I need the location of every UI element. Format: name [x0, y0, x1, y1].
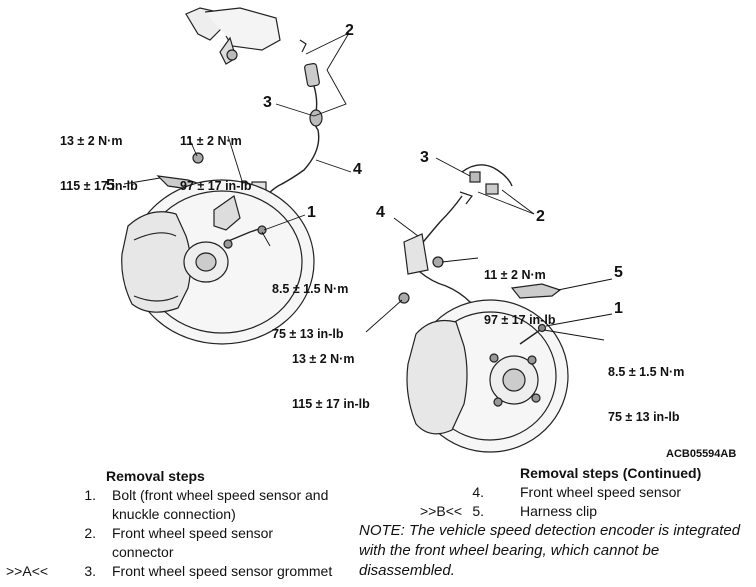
callout-5: 5: [614, 264, 623, 281]
step-number: 5.: [472, 503, 484, 519]
torque-spec: 11 ± 2 N·m 97 ± 17 in-lb: [484, 238, 555, 343]
removal-steps-continued: Removal steps (Continued) 4. Front wheel…: [420, 464, 750, 521]
removal-steps-continued-title: Removal steps (Continued): [520, 465, 702, 481]
torque-metric: 11 ± 2 N·m: [484, 268, 546, 282]
torque-imperial: 75 ± 13 in-lb: [608, 410, 680, 424]
step-number: [68, 543, 112, 562]
brake-assembly-illustration: [121, 7, 613, 453]
removal-steps-title: Removal steps: [106, 468, 205, 484]
note: NOTE: The vehicle speed detection encode…: [359, 522, 741, 579]
step-marker: [6, 505, 68, 524]
step-text: Front wheel speed sensor grommet: [112, 563, 333, 579]
step-text: Front wheel speed sensor: [112, 525, 274, 541]
torque-imperial: 115 ± 17 in-lb: [60, 179, 138, 193]
callout-1: 1: [307, 204, 316, 221]
torque-spec: 13 ± 2 N·m 115 ± 17 in-lb: [292, 322, 370, 427]
torque-metric: 13 ± 2 N·m: [292, 352, 355, 366]
callout-3: 3: [420, 149, 429, 166]
step-marker: [6, 524, 68, 543]
list-item: knuckle connection): [6, 505, 356, 524]
callout-4: 4: [353, 161, 362, 178]
list-item: 4. Front wheel speed sensor: [420, 483, 750, 502]
torque-spec: 11 ± 2 N·m 97 ± 17 in-lb: [180, 104, 251, 209]
torque-metric: 13 ± 2 N·m: [60, 134, 123, 148]
step-marker: >>B<<: [420, 503, 463, 519]
step-text: Front wheel speed sensor: [520, 484, 682, 500]
step-number: 3.: [84, 563, 96, 579]
torque-spec: 8.5 ± 1.5 N·m 75 ± 13 in-lb: [272, 252, 348, 357]
callout-3: 3: [263, 94, 272, 111]
torque-metric: 11 ± 2 N·m: [180, 134, 242, 148]
step-marker: [6, 486, 68, 505]
callout-5: 5: [106, 177, 115, 194]
torque-spec: 8.5 ± 1.5 N·m 75 ± 13 in-lb: [608, 335, 684, 440]
list-item: >>A<< 3. Front wheel speed sensor gromme…: [6, 562, 356, 581]
step-number: [68, 505, 112, 524]
torque-imperial: 75 ± 13 in-lb: [272, 327, 344, 341]
callout-4: 4: [376, 204, 385, 221]
torque-imperial: 115 ± 17 in-lb: [292, 397, 370, 411]
removal-steps: Removal steps 1. Bolt (front wheel speed…: [6, 467, 356, 581]
list-item: 2. Front wheel speed sensor: [6, 524, 356, 543]
list-item: 1. Bolt (front wheel speed sensor and: [6, 486, 356, 505]
list-item: connector: [6, 543, 356, 562]
torque-imperial: 97 ± 17 in-lb: [484, 313, 556, 327]
torque-spec: 13 ± 2 N·m 115 ± 17 in-lb: [60, 104, 138, 209]
list-item: >>B<< 5. Harness clip: [420, 502, 750, 521]
torque-metric: 8.5 ± 1.5 N·m: [608, 365, 685, 379]
step-marker: [6, 543, 68, 562]
callout-2: 2: [345, 22, 354, 39]
callout-2: 2: [536, 208, 545, 225]
step-text: knuckle connection): [112, 506, 236, 522]
step-text: connector: [112, 544, 174, 560]
step-number: 2.: [84, 525, 96, 541]
step-marker: [420, 483, 470, 502]
step-marker: >>A<<: [6, 563, 49, 579]
callout-1: 1: [614, 300, 623, 317]
step-text: Bolt (front wheel speed sensor and: [112, 487, 329, 503]
step-number: 1.: [84, 487, 96, 503]
step-number: 4.: [472, 484, 484, 500]
torque-imperial: 97 ± 17 in-lb: [180, 179, 252, 193]
step-text: Harness clip: [520, 503, 598, 519]
torque-metric: 8.5 ± 1.5 N·m: [272, 282, 349, 296]
figure-code: ACB05594AB: [666, 448, 737, 460]
